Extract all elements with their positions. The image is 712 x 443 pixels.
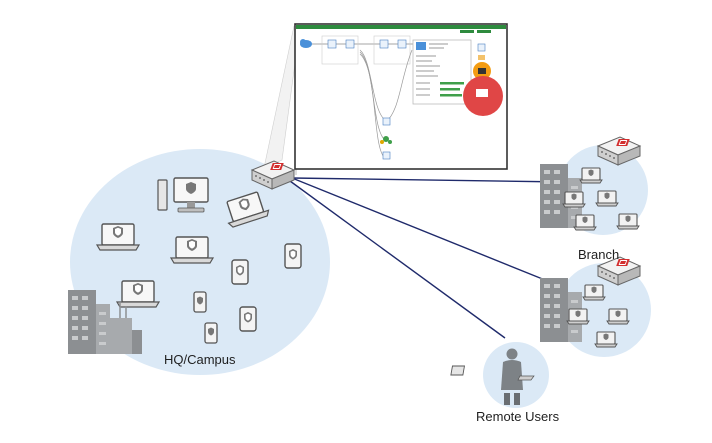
tablet-icon [231,259,249,285]
remote-user-icon [450,348,535,405]
hq-campus-label: HQ/Campus [164,352,236,367]
laptop-icon [595,190,619,207]
screenshot-header-bar [296,25,506,29]
laptop-icon [170,236,214,264]
office-building-icon [68,290,142,354]
laptop-icon [96,223,140,251]
laptop-icon [116,280,160,308]
remote-users-label: Remote Users [476,409,560,424]
hq-devices [96,177,302,344]
laptop-icon [606,308,630,325]
network-links [289,177,566,339]
tablet-icon [239,306,257,332]
link-to-branch-top [291,177,566,183]
laptop-icon [582,284,606,301]
laptop-icon [616,213,640,230]
device-details-panel [412,39,472,105]
smartphone-icon [193,291,207,313]
tablet-icon [284,243,302,269]
link-to-branch-bottom [291,177,551,283]
smartphone-icon [204,322,218,344]
laptop-icon [573,214,597,231]
management-ui-screenshot [294,23,508,170]
laptop-icon [562,191,586,208]
link-to-remote-users [289,180,506,339]
laptop-icon [579,167,603,184]
laptop-icon [566,308,590,325]
cloud-icon [300,39,312,48]
desktop-computer-icon [157,177,209,213]
laptop-icon [594,331,618,348]
branch-label: Branch [578,247,620,262]
